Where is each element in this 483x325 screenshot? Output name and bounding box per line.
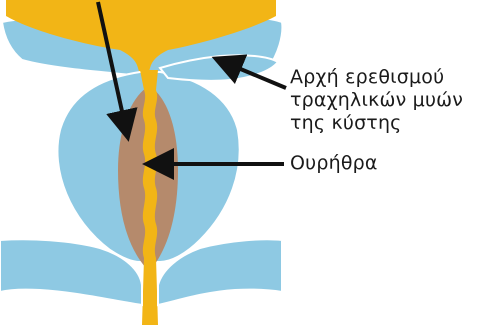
sphincter-label: Αρχή ερεθισμού τραχηλικών μυών της κύστη… bbox=[290, 66, 463, 135]
sphincter-label-line-3: της κύστης bbox=[290, 112, 463, 135]
sphincter-label-line-2: τραχηλικών μυών bbox=[290, 89, 463, 112]
sphincter-label-line-1: Αρχή ερεθισμού bbox=[290, 66, 463, 89]
urethra-label: Ουρήθρα bbox=[290, 152, 378, 175]
